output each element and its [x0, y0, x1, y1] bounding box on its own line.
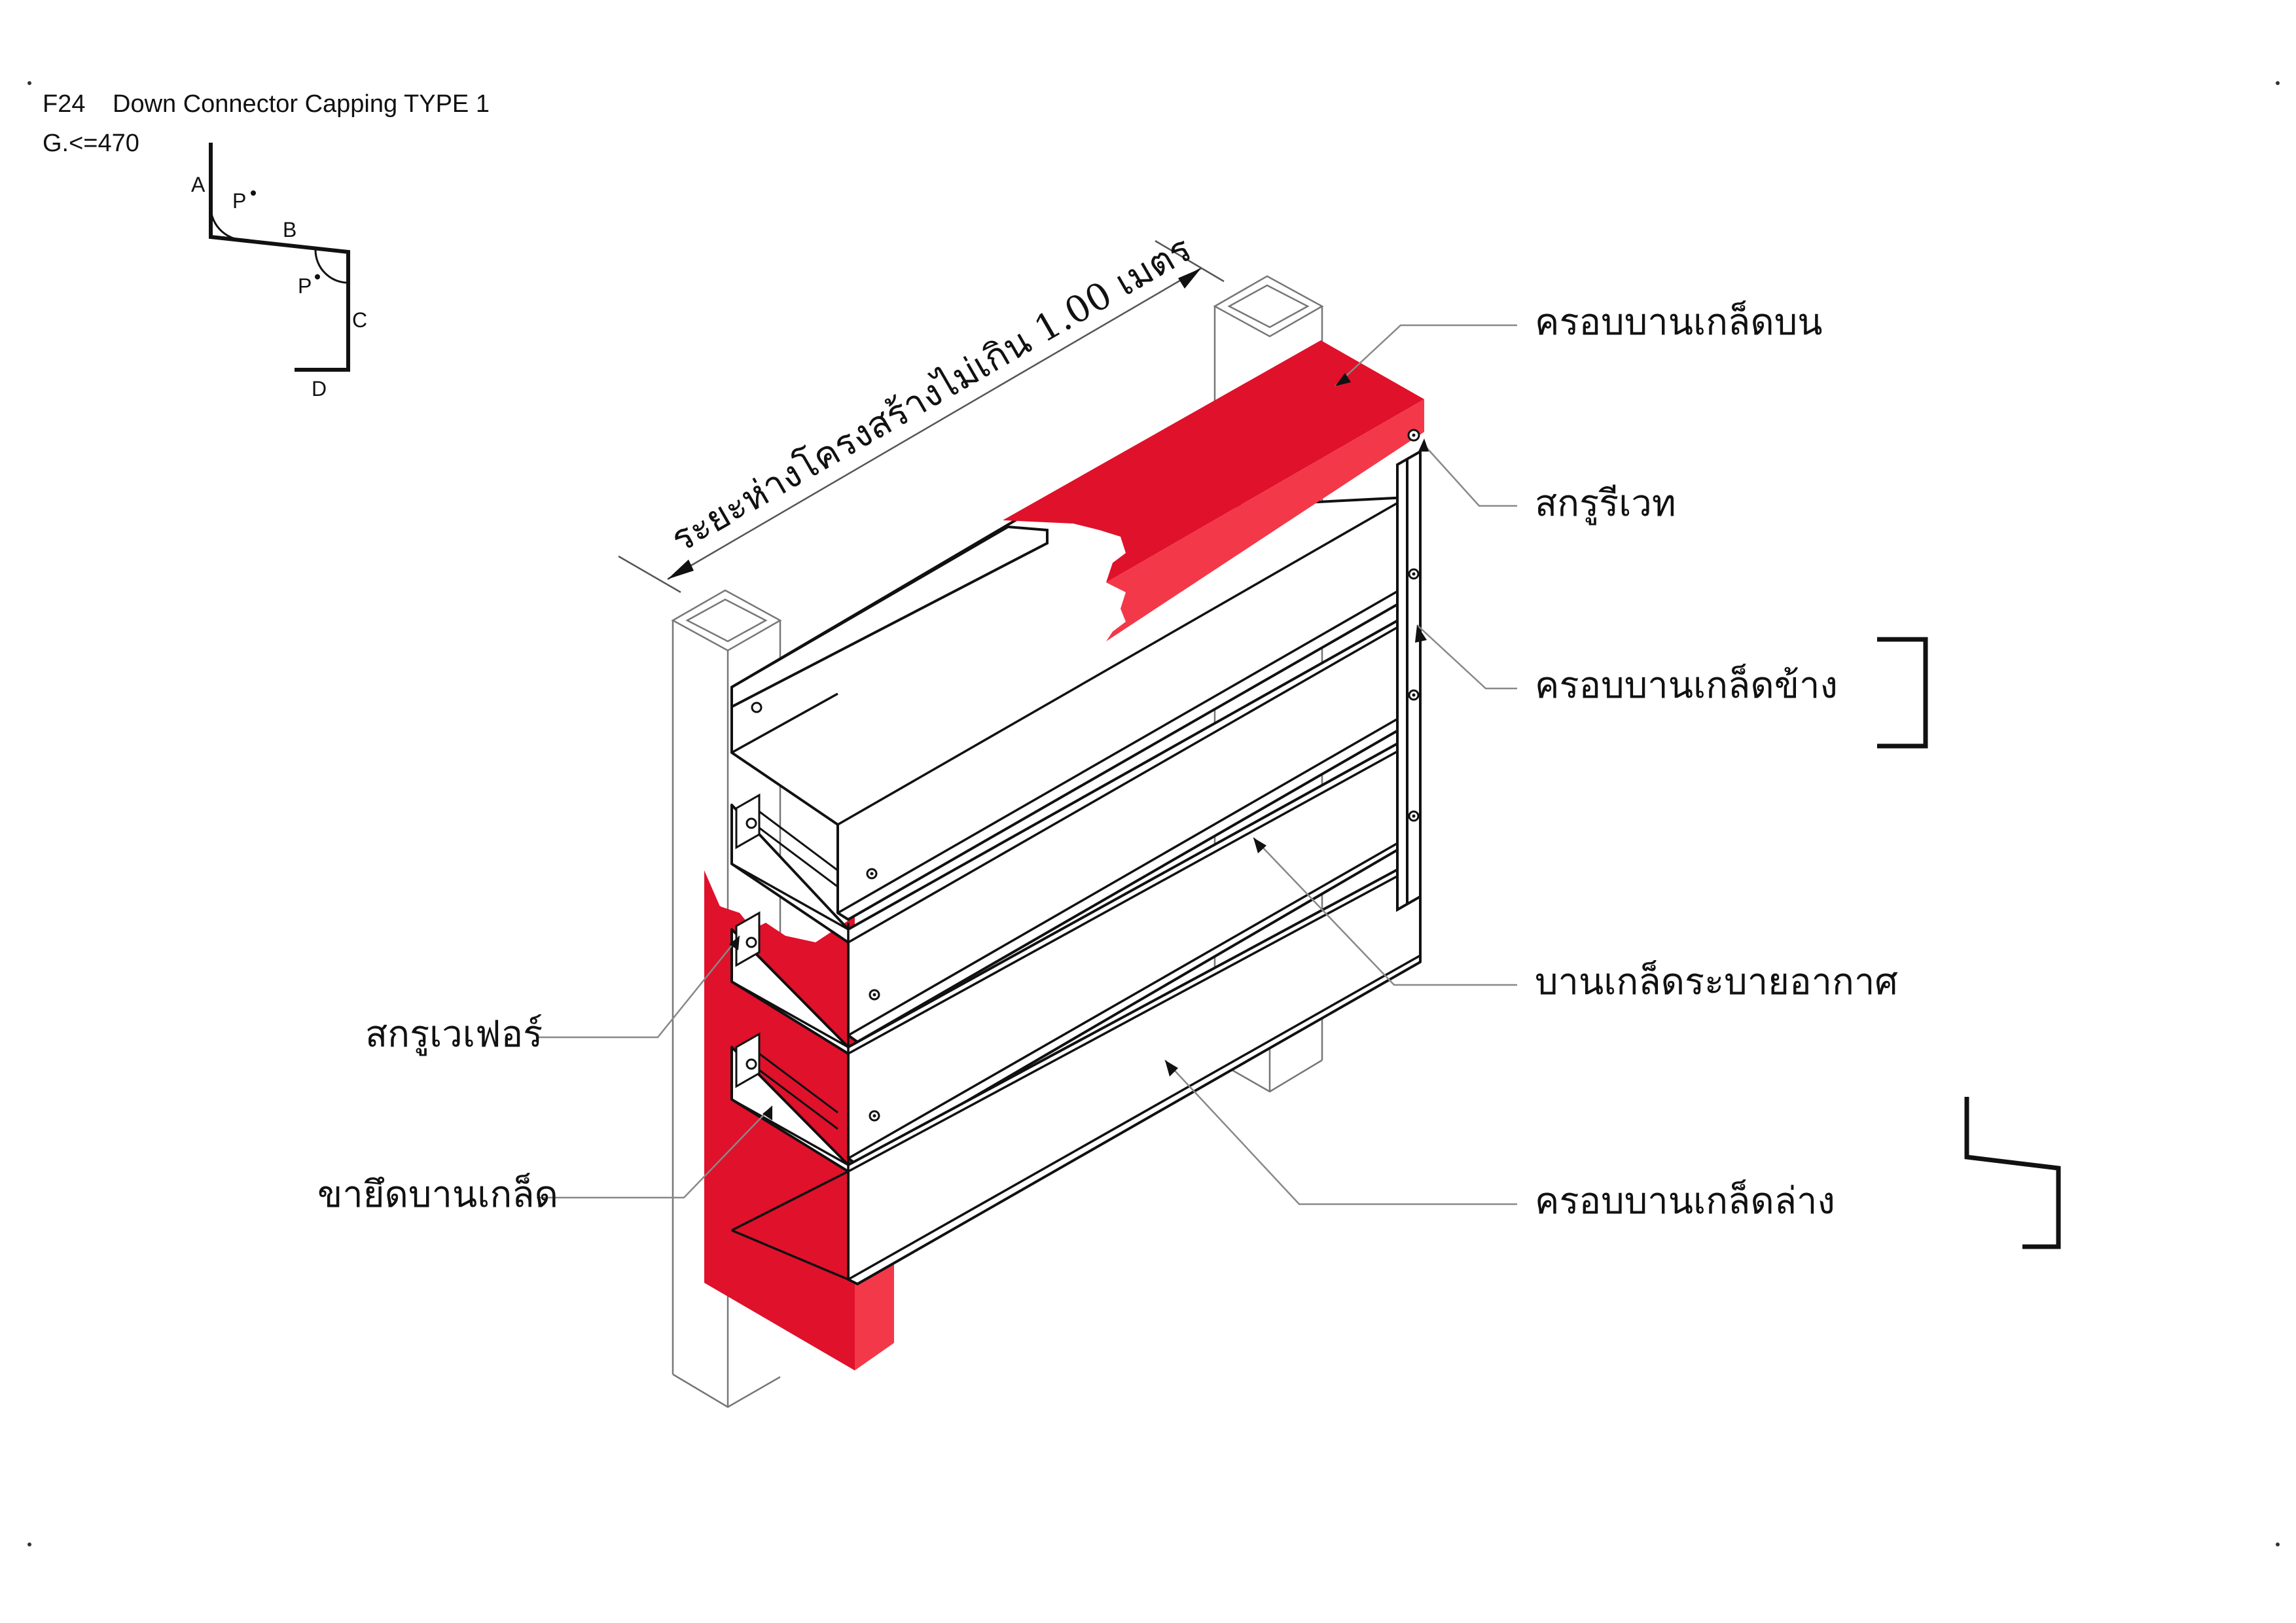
screw-icon	[745, 817, 757, 829]
drawing-title: Down Connector Capping TYPE 1	[113, 90, 490, 118]
fastener-centers	[870, 433, 1416, 1118]
top-frame-bar	[730, 525, 1049, 753]
screw-icon	[751, 702, 762, 713]
corner-marks	[27, 81, 2280, 1546]
profile-label-a: A	[191, 173, 206, 196]
dimension-arrows	[668, 268, 1201, 579]
profile-sketch	[209, 143, 350, 372]
label-louver-bracket: ขายึดบานเกล็ด	[317, 1173, 558, 1216]
profile-label-d: D	[312, 377, 327, 401]
louver-blade-edges	[731, 496, 1421, 1281]
label-wafer-screw: สกรูเวเฟอร์	[365, 1013, 543, 1056]
screw-icon	[745, 1058, 757, 1070]
degree-mark	[315, 274, 320, 279]
profile-label-p2: P	[298, 274, 312, 298]
label-side-capping: ครอบบานเกล็ดข้าง	[1535, 664, 1838, 707]
profile-label-p1: P	[232, 189, 246, 213]
girth-note: G.<=470	[43, 130, 139, 157]
leader-lines	[537, 324, 1517, 1205]
drawing-code: F24	[43, 90, 86, 118]
top-capping-red	[1003, 340, 1424, 641]
profile-label-b: B	[283, 218, 296, 241]
side-cap-profile-icon	[1877, 637, 1928, 749]
leader-arrows	[729, 373, 1429, 1120]
label-top-capping: ครอบบานเกล็ดบน	[1535, 301, 1823, 344]
profile-angle-arcs	[209, 202, 349, 284]
profile-label-c: C	[352, 308, 367, 332]
label-louver-blade: บานเกล็ดระบายอากาศ	[1535, 961, 1898, 1003]
degree-mark	[251, 190, 256, 196]
label-bottom-capping: ครอบบานเกล็ดล่าง	[1535, 1180, 1835, 1222]
bottom-cap-profile-icon	[1964, 1097, 2061, 1249]
label-rivet: สกรูรีเวท	[1535, 482, 1676, 525]
right-side-frame	[1396, 449, 1422, 912]
dimension-line	[618, 240, 1225, 594]
screw-icon	[745, 936, 757, 948]
